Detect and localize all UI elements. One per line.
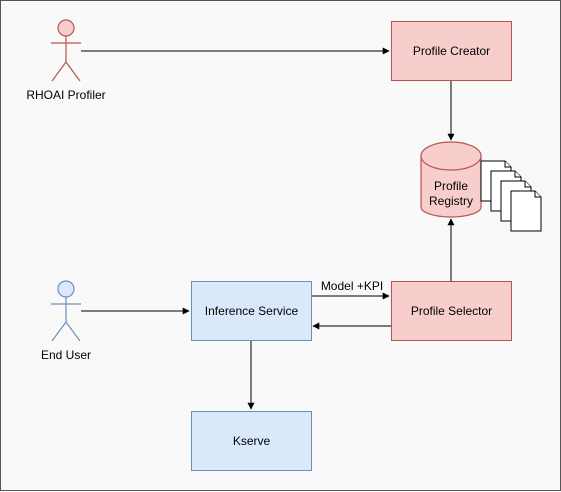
end-user-actor-icon: [51, 280, 81, 342]
profile-creator-label: Profile Creator: [412, 44, 491, 58]
document-stack-icon: [480, 160, 542, 232]
profile-registry-database-icon: [420, 141, 482, 218]
profile-registry-label: Profile Registry: [421, 179, 481, 209]
kserve-label: Kserve: [232, 434, 271, 448]
profile-selector-label: Profile Selector: [410, 304, 493, 318]
inference-service-label: Inference Service: [204, 304, 299, 318]
profile-selector-box[interactable]: Profile Selector: [391, 281, 512, 341]
model-kpi-edge-label: Model +KPI: [320, 279, 384, 293]
profile-creator-box[interactable]: Profile Creator: [391, 21, 512, 81]
profile-registry-label-line1: Profile: [433, 179, 468, 193]
profile-registry-label-line2: Registry: [428, 194, 473, 208]
rhoai-profiler-label: RHOAI Profiler: [26, 88, 106, 102]
edges: [81, 47, 455, 410]
rhoai-profiler-actor-icon: [51, 19, 81, 82]
kserve-box[interactable]: Kserve: [191, 411, 312, 471]
inference-service-box[interactable]: Inference Service: [191, 281, 312, 341]
end-user-label: End User: [40, 348, 92, 362]
